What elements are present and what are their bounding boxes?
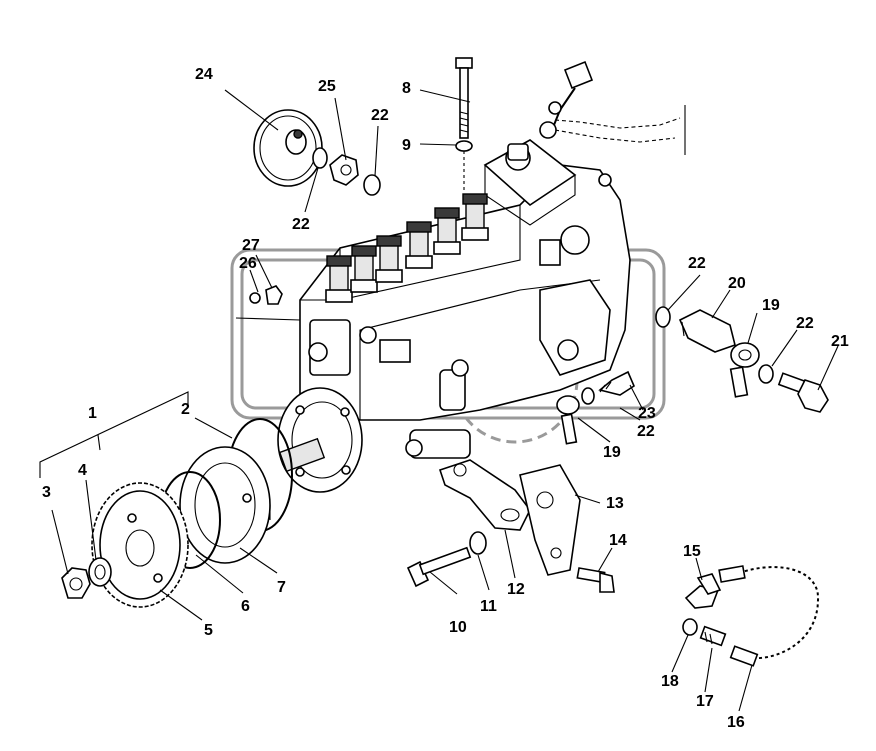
label-22-right: 22 bbox=[796, 315, 814, 332]
small-washer bbox=[249, 292, 261, 304]
label-19-lower: 19 bbox=[603, 444, 621, 461]
label-3: 3 bbox=[42, 484, 51, 501]
label-13: 13 bbox=[606, 495, 624, 512]
flexible-hose bbox=[718, 565, 821, 667]
bracket-washer bbox=[469, 531, 487, 555]
label-9: 9 bbox=[402, 137, 411, 154]
small-nut bbox=[265, 285, 283, 305]
banjo-fitting bbox=[556, 395, 580, 445]
label-17: 17 bbox=[696, 693, 714, 710]
label-1: 1 bbox=[88, 405, 97, 422]
adapter-housing bbox=[179, 446, 271, 564]
hose-adapter bbox=[699, 625, 727, 647]
label-12: 12 bbox=[507, 581, 525, 598]
fuel-inlet-fittings bbox=[405, 359, 471, 459]
seal-ring bbox=[758, 364, 774, 384]
label-6: 6 bbox=[241, 598, 250, 615]
bolt-washer bbox=[455, 140, 473, 152]
hex-plug bbox=[329, 154, 359, 186]
label-5: 5 bbox=[204, 622, 213, 639]
bracket-bolt bbox=[406, 546, 472, 588]
label-16: 16 bbox=[727, 714, 745, 731]
drive-gear bbox=[91, 482, 189, 608]
label-10: 10 bbox=[449, 619, 467, 636]
label-20: 20 bbox=[728, 275, 746, 292]
valve-holder bbox=[433, 207, 461, 255]
return-line-pipe bbox=[539, 60, 686, 155]
banjo-bolt bbox=[777, 372, 829, 413]
pump-body bbox=[299, 139, 631, 421]
label-22-right-upper: 22 bbox=[688, 255, 706, 272]
banjo-adapter bbox=[678, 309, 736, 353]
label-22-lower: 22 bbox=[637, 423, 655, 440]
seal-ring bbox=[581, 387, 595, 405]
label-4: 4 bbox=[78, 462, 87, 479]
hollow-screw bbox=[598, 370, 636, 396]
elbow-fitting bbox=[684, 573, 722, 609]
valve-holder bbox=[325, 255, 353, 303]
label-21: 21 bbox=[831, 333, 849, 350]
label-7: 7 bbox=[277, 579, 286, 596]
mounting-bracket bbox=[438, 459, 581, 576]
mounting-bolt bbox=[455, 57, 473, 139]
drive-flange bbox=[277, 387, 363, 493]
label-14: 14 bbox=[609, 532, 627, 549]
seal-ring bbox=[363, 174, 381, 196]
seal-ring bbox=[312, 147, 328, 169]
label-15: 15 bbox=[683, 543, 701, 560]
label-24: 24 bbox=[195, 66, 213, 83]
leader-lines bbox=[39, 89, 839, 712]
gear-nut bbox=[61, 567, 91, 599]
label-18: 18 bbox=[661, 673, 679, 690]
washer bbox=[88, 557, 112, 587]
valve-holder bbox=[350, 245, 378, 293]
seal-ring bbox=[655, 306, 671, 328]
delivery-valve-holders bbox=[325, 193, 489, 303]
part-labels: 1 2 3 4 5 6 7 8 9 10 11 12 13 14 15 16 1… bbox=[42, 66, 849, 731]
valve-holder bbox=[405, 221, 433, 269]
label-27: 27 bbox=[242, 237, 260, 254]
label-22-top: 22 bbox=[371, 107, 389, 124]
label-11: 11 bbox=[480, 598, 497, 615]
label-25: 25 bbox=[318, 78, 336, 95]
cover-plate bbox=[253, 109, 323, 187]
bracket-screw bbox=[576, 567, 615, 593]
label-8: 8 bbox=[402, 80, 411, 97]
label-22-top-left: 22 bbox=[292, 216, 310, 233]
valve-holder bbox=[461, 193, 489, 241]
banjo-fitting bbox=[729, 342, 760, 398]
label-2: 2 bbox=[181, 401, 190, 418]
label-23: 23 bbox=[638, 405, 656, 422]
label-19-upper: 19 bbox=[762, 297, 780, 314]
valve-holder bbox=[375, 235, 403, 283]
hose-seal-ring bbox=[682, 618, 698, 636]
label-26: 26 bbox=[239, 255, 257, 272]
